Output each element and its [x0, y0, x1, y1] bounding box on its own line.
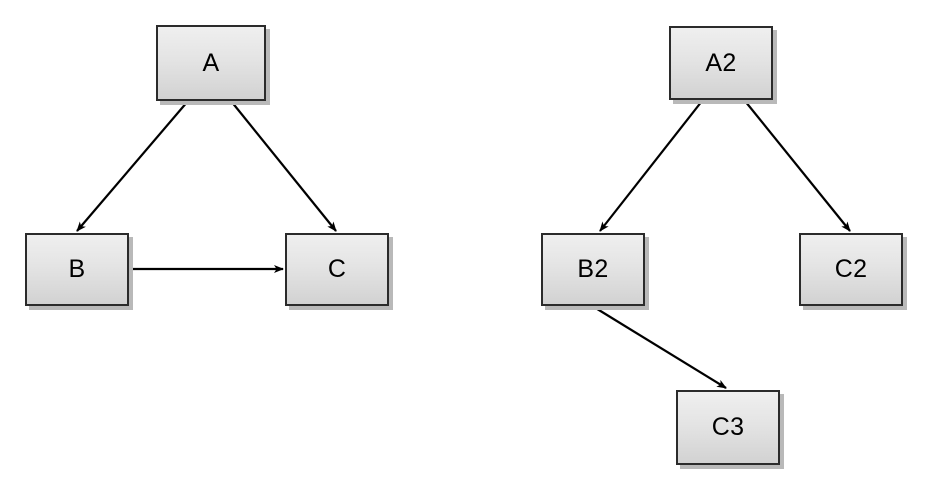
edge-a2-to-b2 — [599, 100, 703, 232]
edge-a-to-b — [76, 100, 189, 232]
edge-a2-to-c2 — [744, 100, 851, 232]
node-c2[interactable]: C2 — [799, 233, 903, 306]
node-c[interactable]: C — [285, 233, 389, 306]
node-a2[interactable]: A2 — [669, 26, 773, 100]
node-b2[interactable]: B2 — [541, 233, 645, 306]
node-c3[interactable]: C3 — [676, 390, 780, 465]
edge-b2-to-c3 — [593, 306, 727, 389]
node-label-a: A — [202, 48, 220, 77]
node-label-b2: B2 — [577, 255, 609, 283]
node-label-b: B — [68, 255, 86, 283]
node-label-c2: C2 — [834, 255, 868, 283]
node-label-c3: C3 — [711, 413, 745, 441]
edge-a-to-c — [230, 100, 337, 232]
node-b[interactable]: B — [25, 233, 129, 306]
node-a[interactable]: A — [156, 25, 266, 101]
node-label-c: C — [327, 255, 347, 283]
node-label-a2: A2 — [705, 48, 737, 77]
